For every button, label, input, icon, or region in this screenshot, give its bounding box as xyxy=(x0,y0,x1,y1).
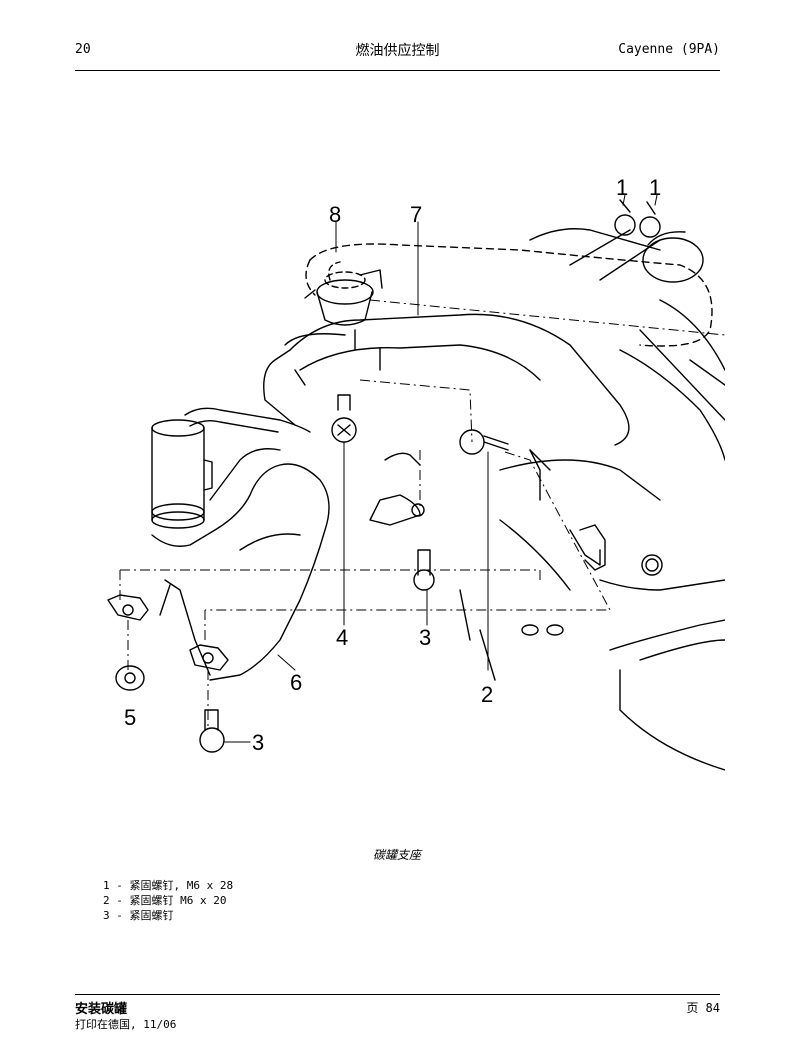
footer-rule xyxy=(75,994,720,995)
model-label: Cayenne (9PA) xyxy=(618,42,720,57)
technical-illustration: 1 1 8 7 4 3 2 5 6 3 xyxy=(107,175,725,771)
callout-4: 4 xyxy=(336,625,348,650)
print-note: 打印在德国, 11/06 xyxy=(75,1018,177,1031)
callout-1b: 1 xyxy=(649,175,661,200)
legend-item: 1 - 紧固螺钉, M6 x 28 xyxy=(103,879,234,892)
callout-1a: 1 xyxy=(616,175,628,200)
section-title: 安装碳罐 xyxy=(75,1002,128,1017)
callout-3-lower: 3 xyxy=(252,730,264,755)
page-label: 页 84 xyxy=(686,1001,720,1015)
callout-8: 8 xyxy=(329,202,341,227)
callout-5: 5 xyxy=(124,705,136,730)
parts-legend: 1 - 紧固螺钉, M6 x 28 2 - 紧固螺钉 M6 x 20 3 - 紧… xyxy=(103,878,233,923)
page-number: 20 xyxy=(75,42,91,57)
header-rule xyxy=(75,70,720,71)
page-title: 燃油供应控制 xyxy=(355,43,440,59)
legend-item: 2 - 紧固螺钉 M6 x 20 xyxy=(103,894,227,907)
callout-2: 2 xyxy=(481,682,493,707)
legend-item: 3 - 紧固螺钉 xyxy=(103,909,174,922)
figure-caption: 碳罐支座 xyxy=(372,848,421,862)
page-header: 20 燃油供应控制 Cayenne (9PA) xyxy=(75,40,720,62)
callout-3-upper: 3 xyxy=(419,625,431,650)
callout-7: 7 xyxy=(410,202,422,227)
callout-6: 6 xyxy=(290,670,302,695)
bolt-group xyxy=(115,199,661,753)
